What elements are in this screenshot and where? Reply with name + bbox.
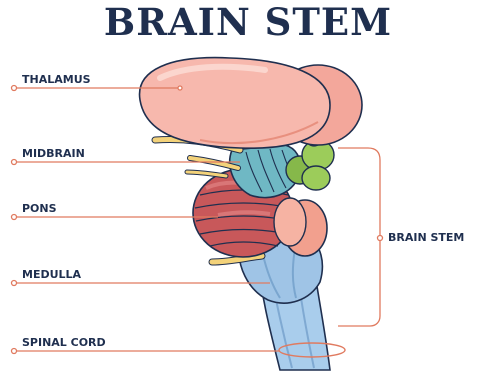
thalamus-shape <box>140 58 330 149</box>
label-medulla: MEDULLA <box>22 269 81 281</box>
label-pons: PONS <box>22 203 57 215</box>
label-midbrain: MIDBRAIN <box>22 148 85 160</box>
label-brain-stem: BRAIN STEM <box>388 232 464 244</box>
label-spinal-cord: SPINAL CORD <box>22 337 106 349</box>
label-thalamus: THALAMUS <box>22 74 91 86</box>
